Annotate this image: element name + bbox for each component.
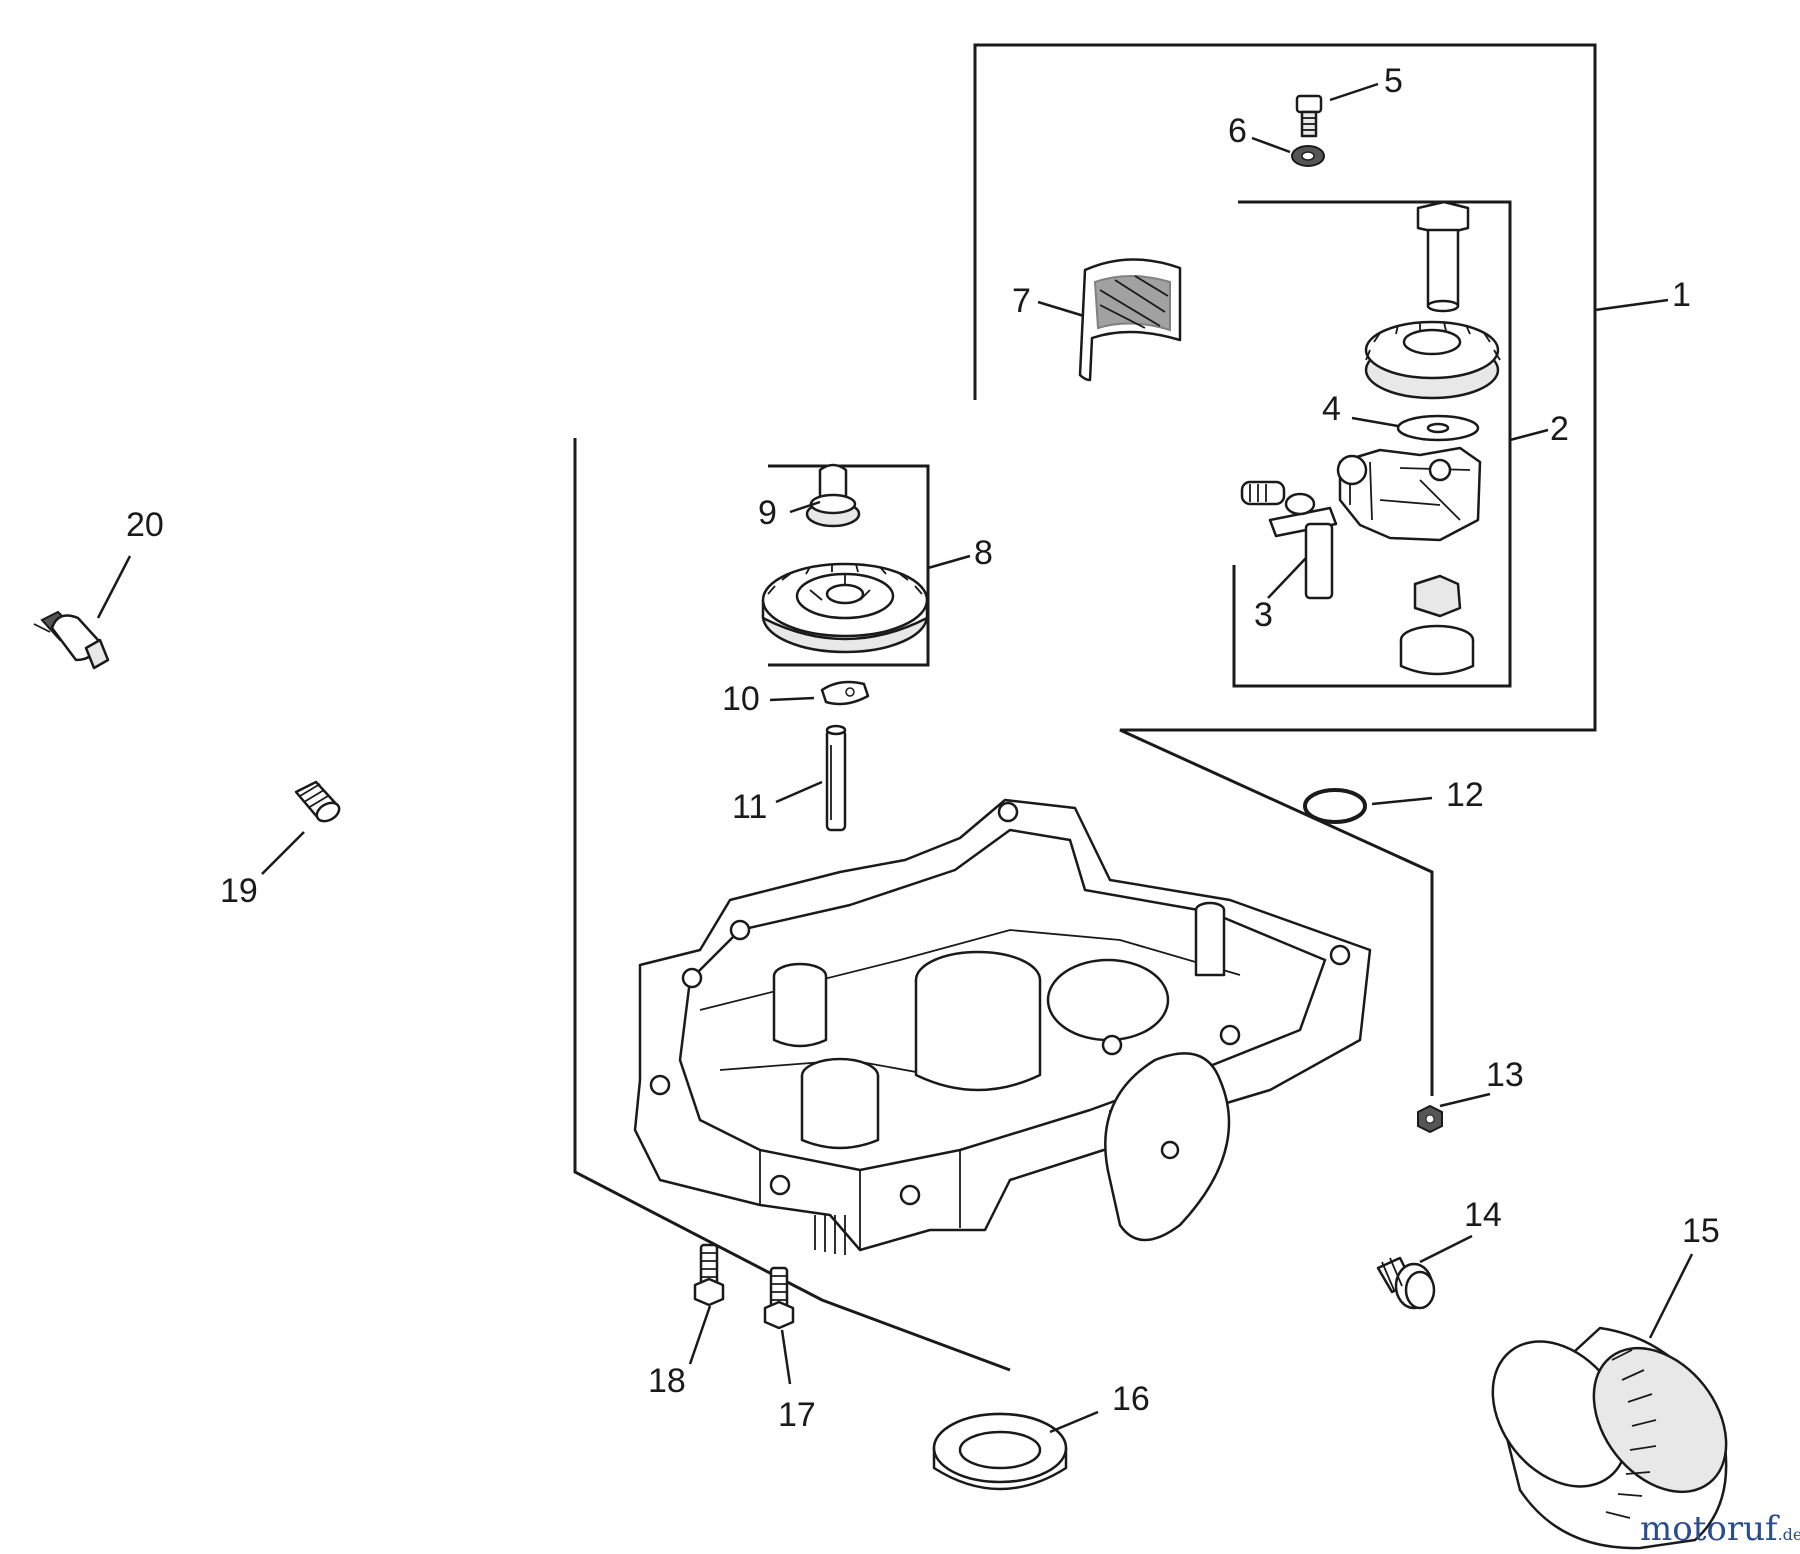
leader-4 bbox=[1351, 416, 1399, 428]
watermark-suffix: .de bbox=[1778, 1525, 1800, 1544]
frame-item-1 bbox=[973, 43, 1597, 1096]
leader-6 bbox=[1251, 136, 1291, 154]
leader-14 bbox=[1419, 1234, 1473, 1264]
leader-19 bbox=[261, 831, 305, 875]
leader-15 bbox=[1648, 1253, 1694, 1339]
leader-17 bbox=[780, 1329, 792, 1385]
part-oil-pan bbox=[633, 798, 1372, 1255]
callout-9: 9 bbox=[758, 494, 777, 532]
callout-3: 3 bbox=[1254, 596, 1273, 634]
leader-3 bbox=[1267, 557, 1307, 599]
leader-10 bbox=[769, 696, 815, 702]
leader-13 bbox=[1439, 1092, 1491, 1108]
leader-8 bbox=[927, 554, 971, 570]
part-18-bolt bbox=[693, 1243, 725, 1307]
callout-16: 16 bbox=[1112, 1380, 1150, 1418]
callout-12: 12 bbox=[1446, 776, 1484, 814]
callout-14: 14 bbox=[1464, 1196, 1502, 1234]
callout-labels: 1 2 3 4 5 6 7 8 9 10 11 12 13 14 15 16 1… bbox=[126, 62, 1720, 1434]
part-5-bolt bbox=[1295, 94, 1323, 138]
callout-19: 19 bbox=[220, 872, 258, 910]
part-7-oil-screen bbox=[1078, 258, 1182, 382]
part-19-plug bbox=[294, 780, 341, 823]
leader-20 bbox=[96, 555, 132, 619]
frame-item-2 bbox=[1232, 200, 1512, 688]
leader-5 bbox=[1329, 82, 1379, 102]
frame-item-8 bbox=[768, 464, 930, 667]
part-16-oil-seal bbox=[932, 1412, 1068, 1491]
part-6-washer bbox=[1291, 145, 1325, 167]
part-20-pressure-switch bbox=[33, 610, 110, 670]
leader-2 bbox=[1509, 428, 1549, 442]
callout-1: 1 bbox=[1672, 276, 1691, 314]
callout-20: 20 bbox=[126, 506, 164, 544]
part-9-pin bbox=[805, 463, 861, 528]
part-15-oil-filter bbox=[1491, 1326, 1728, 1550]
callout-5: 5 bbox=[1384, 62, 1403, 100]
leader-9 bbox=[789, 500, 821, 514]
assembly-frames bbox=[573, 43, 1597, 1372]
leader-7 bbox=[1037, 300, 1085, 318]
part-12-o-ring bbox=[1303, 788, 1367, 824]
part-13-nut bbox=[1417, 1104, 1443, 1134]
parts bbox=[33, 94, 1728, 1550]
callout-6: 6 bbox=[1228, 112, 1247, 150]
leader-11 bbox=[775, 780, 823, 804]
part-11-shaft bbox=[825, 724, 847, 832]
callout-10: 10 bbox=[722, 680, 760, 718]
svg-text:motoruf.de: motoruf.de bbox=[1640, 1509, 1800, 1549]
leader-12 bbox=[1371, 796, 1433, 806]
frame-oil-pan bbox=[573, 438, 1011, 1372]
callout-7: 7 bbox=[1012, 282, 1031, 320]
leader-lines bbox=[96, 82, 1694, 1434]
callout-8: 8 bbox=[974, 534, 993, 572]
callout-15: 15 bbox=[1682, 1212, 1720, 1250]
callout-17: 17 bbox=[778, 1396, 816, 1434]
watermark-text: motoruf bbox=[1640, 1509, 1780, 1549]
callout-18: 18 bbox=[648, 1362, 686, 1400]
watermark-logo: motoruf.de bbox=[1640, 1509, 1800, 1549]
part-17-bolt bbox=[763, 1266, 795, 1330]
leader-16 bbox=[1049, 1410, 1099, 1434]
callout-2: 2 bbox=[1550, 410, 1569, 448]
callout-4: 4 bbox=[1322, 390, 1341, 428]
part-2-oil-pump bbox=[1240, 200, 1501, 676]
callout-11: 11 bbox=[732, 788, 767, 826]
callout-13: 13 bbox=[1486, 1056, 1524, 1094]
part-10-clip bbox=[820, 680, 870, 706]
leader-18 bbox=[688, 1305, 712, 1365]
part-14-drain-plug bbox=[1376, 1256, 1436, 1310]
leader-1 bbox=[1594, 298, 1669, 312]
part-8-gear bbox=[761, 562, 929, 654]
